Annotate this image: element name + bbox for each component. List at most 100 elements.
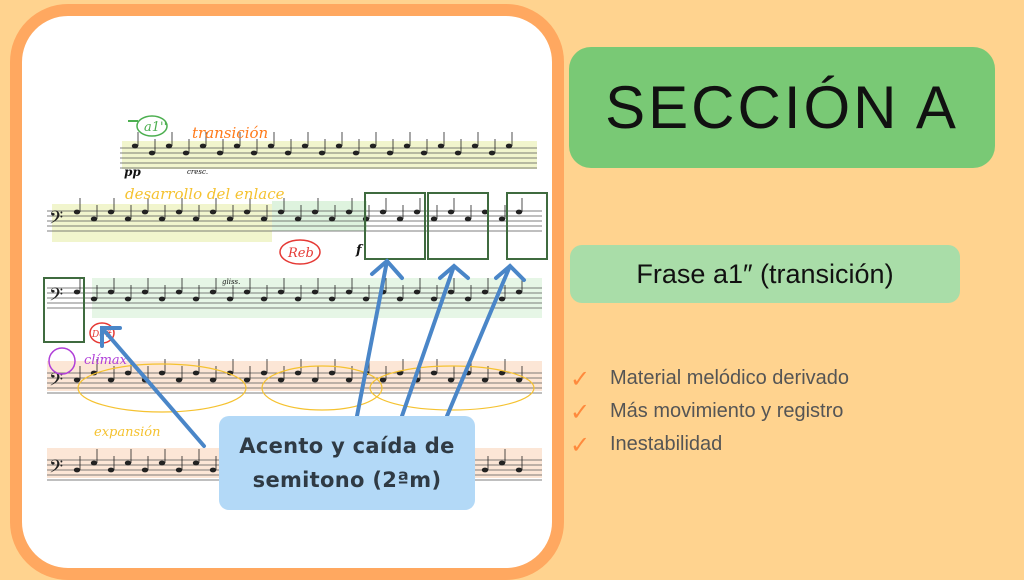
bass-clef-icon: 𝄢 [49, 370, 63, 395]
bass-clef-icon: 𝄢 [49, 285, 63, 310]
bullet-item: ✓ Inestabilidad [570, 428, 849, 461]
note [311, 377, 319, 383]
note [294, 216, 302, 222]
note [481, 209, 489, 215]
accent-box-3 [506, 192, 548, 260]
note [413, 209, 421, 215]
note [107, 209, 115, 215]
note [481, 467, 489, 473]
bullet-list: ✓ Material melódico derivado ✓ Más movim… [570, 362, 849, 461]
check-icon: ✓ [570, 364, 591, 393]
note [124, 460, 132, 466]
note [73, 289, 81, 295]
note [243, 209, 251, 215]
note [437, 143, 445, 149]
note [311, 289, 319, 295]
note [498, 296, 506, 302]
note [328, 296, 336, 302]
dynamic-pp: pp [124, 165, 141, 179]
note [471, 143, 479, 149]
note [454, 150, 462, 156]
bullet-text: Más movimiento y registro [610, 400, 844, 422]
note [141, 209, 149, 215]
note [515, 209, 523, 215]
note [158, 460, 166, 466]
section-title: SECCIÓN A [605, 74, 959, 141]
check-icon: ✓ [570, 397, 591, 426]
note [498, 370, 506, 376]
note [420, 150, 428, 156]
callout-box: Acento y caída de semitono (2ªm) [219, 416, 475, 510]
note [209, 289, 217, 295]
development-label: desarrollo del enlace [125, 185, 285, 203]
note [175, 289, 183, 295]
note [209, 377, 217, 383]
climax-label: clímax [84, 353, 128, 368]
callout-line-1: Acento y caída de [239, 434, 455, 458]
note [250, 150, 258, 156]
note [226, 216, 234, 222]
note [430, 370, 438, 376]
note [379, 209, 387, 215]
note [505, 143, 513, 149]
accent-box-1 [364, 192, 426, 260]
cresc-mark: cresc. [187, 168, 208, 176]
note [209, 467, 217, 473]
note [277, 209, 285, 215]
note [192, 216, 200, 222]
note [277, 377, 285, 383]
note [379, 377, 387, 383]
note [447, 209, 455, 215]
note [396, 296, 404, 302]
note [294, 296, 302, 302]
note [464, 216, 472, 222]
note [226, 296, 234, 302]
note [73, 377, 81, 383]
expansion-label: expansión [94, 425, 161, 440]
note [73, 209, 81, 215]
note [515, 467, 523, 473]
note [498, 216, 506, 222]
note [131, 143, 139, 149]
reb-label: Reb [287, 246, 314, 261]
bullet-text: Material melódico derivado [610, 367, 850, 389]
score-image-card: 𝄢𝄢𝄢𝄢 a1'' transición desarrollo del enla… [10, 4, 564, 580]
note [386, 150, 394, 156]
accent-box-4 [43, 277, 85, 343]
note [498, 460, 506, 466]
note [362, 296, 370, 302]
note [260, 370, 268, 376]
section-title-box: SECCIÓN A [569, 47, 995, 168]
note [107, 289, 115, 295]
note [515, 377, 523, 383]
note [430, 216, 438, 222]
note [90, 296, 98, 302]
note [243, 377, 251, 383]
phrase-subtitle: Frase a1″ (transición) [636, 258, 894, 289]
note [107, 467, 115, 473]
note [165, 143, 173, 149]
note [311, 209, 319, 215]
note [403, 143, 411, 149]
note [515, 289, 523, 295]
note [481, 377, 489, 383]
bullet-item: ✓ Más movimiento y registro [570, 395, 849, 428]
note [396, 216, 404, 222]
note [141, 289, 149, 295]
note [209, 209, 217, 215]
bass-clef-icon: 𝄢 [49, 208, 63, 233]
note [182, 150, 190, 156]
bass-clef-icon: 𝄢 [49, 457, 63, 482]
note [352, 150, 360, 156]
note [335, 143, 343, 149]
note [267, 143, 275, 149]
note [107, 377, 115, 383]
note [260, 216, 268, 222]
note [90, 460, 98, 466]
staff [120, 147, 537, 169]
note [284, 150, 292, 156]
note [413, 289, 421, 295]
note [260, 296, 268, 302]
note [124, 296, 132, 302]
note [158, 296, 166, 302]
